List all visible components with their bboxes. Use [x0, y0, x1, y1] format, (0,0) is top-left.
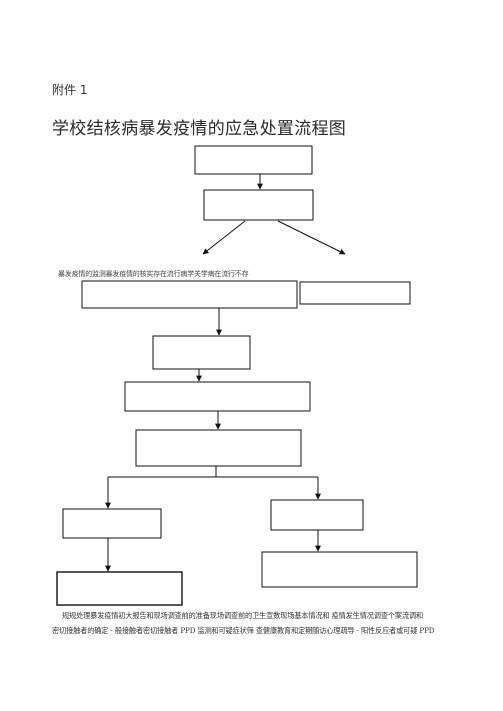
flow-box-close-contacts [270, 499, 364, 531]
branch-note: 暴发疫情的监测暴发疫情的核实存在流行病学关学病在流行不存 [58, 270, 249, 278]
footer-text-line-1: 规规处理暴发疫情初大报告和现场调查前的准备现场调查前的卫生宣数现场基本情况和 疫… [62, 611, 424, 620]
flow-box-ppd-screening [261, 551, 418, 588]
attachment-label: 附件 1 [52, 83, 88, 97]
page-title: 学校结核病暴发疫情的应急处置流程图 [52, 119, 347, 139]
footer-text-line-2: 密切接触者的确定 - 般接触者密切接触者 PPD 监测和可疑症状筛 查健康教育和… [52, 626, 435, 635]
flow-box-general-contacts [62, 508, 162, 539]
flow-box-contact-tracing [135, 429, 302, 467]
arrow-verify-to-exists [202, 220, 246, 255]
flow-box-verify [203, 189, 314, 221]
flow-box-field-investigation [124, 381, 311, 412]
arrow-verify-to-not-exists [277, 220, 346, 255]
flow-box-health-education [56, 571, 183, 606]
flow-box-epidemic-not-exists [299, 281, 411, 305]
flow-box-report [194, 145, 313, 175]
flow-box-epidemic-exists [81, 280, 298, 309]
flow-box-preparation [152, 335, 251, 370]
